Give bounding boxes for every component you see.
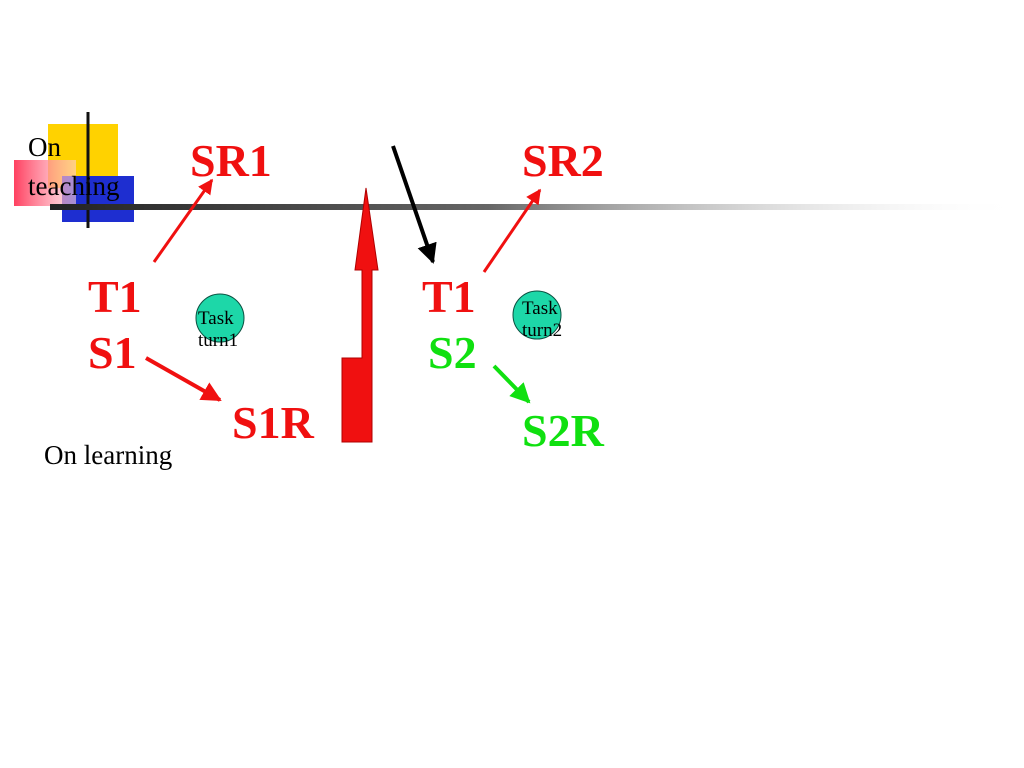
arrow-s1-to-s1r xyxy=(145,356,222,402)
sr1-label: SR1 xyxy=(190,135,272,186)
on-learning-label: On learning xyxy=(44,440,173,470)
s1r-label: S1R xyxy=(232,397,314,448)
decorative-logo xyxy=(14,112,134,228)
arrow-black-down xyxy=(391,145,437,264)
t1-left-label: T1 xyxy=(88,271,142,322)
task-circle-2 xyxy=(512,290,562,340)
arrow-t1-to-sr1 xyxy=(152,178,214,263)
t1-right-label: T1 xyxy=(422,271,476,322)
task-turn1-label: Task turn1 xyxy=(198,308,239,351)
s2r-label: S2R xyxy=(522,405,604,456)
task-turn2-label: Task turn2 xyxy=(522,298,563,341)
arrow-t1-to-sr2 xyxy=(482,188,542,273)
s2-label: S2 xyxy=(428,327,477,378)
s1-label: S1 xyxy=(88,327,137,378)
sr2-label: SR2 xyxy=(522,135,604,186)
big-up-arrow xyxy=(341,187,379,443)
logo-pink-square xyxy=(14,160,76,206)
header-rule xyxy=(50,204,1024,210)
on-teaching-label: On teaching xyxy=(28,132,120,201)
arrow-s2-to-s2r xyxy=(492,364,531,404)
task-circle-1 xyxy=(195,293,245,343)
